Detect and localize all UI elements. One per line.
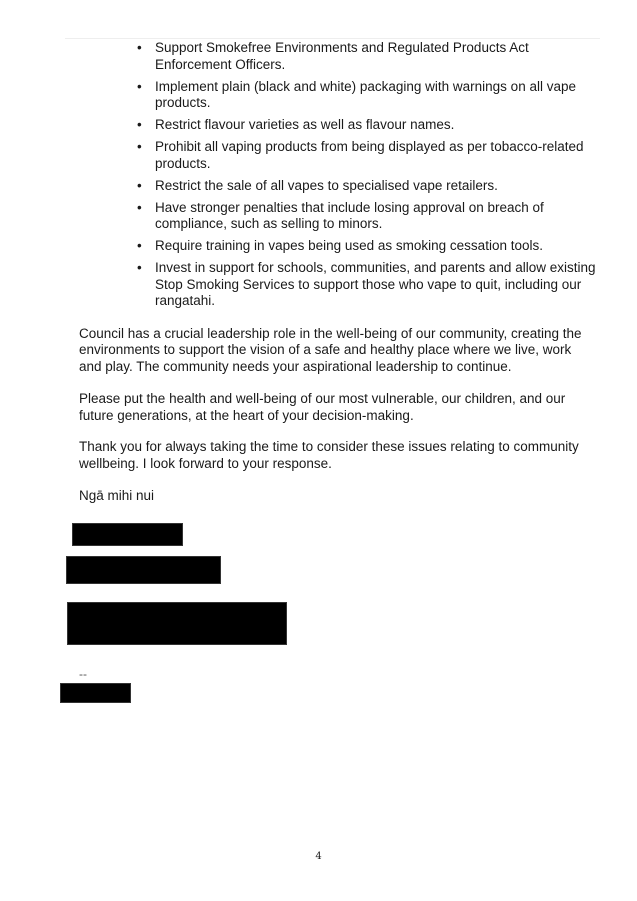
paragraph-health: Please put the health and well-being of … — [79, 390, 566, 423]
list-item: Implement plain (black and white) packag… — [137, 79, 597, 112]
header-rule — [65, 38, 600, 39]
list-item: Restrict flavour varieties as well as fl… — [137, 117, 597, 134]
paragraph-leadership: Council has a crucial leadership role in… — [79, 325, 582, 375]
redacted-signature — [60, 682, 131, 703]
paragraph-thanks: Thank you for always taking the time to … — [79, 439, 579, 472]
list-item: Prohibit all vaping products from being … — [137, 139, 597, 172]
redacted-contact — [67, 601, 287, 645]
redacted-title — [66, 555, 221, 584]
page-number: 4 — [315, 851, 322, 862]
sign-off: Ngā mihi nui — [79, 488, 155, 504]
signature-separator: -- — [79, 666, 87, 681]
redacted-name — [72, 522, 183, 546]
recommendation-list: Support Smokefree Environments and Regul… — [137, 40, 597, 310]
list-item: Require training in vapes being used as … — [137, 238, 597, 255]
letter-body: Support Smokefree Environments and Regul… — [0, 40, 637, 703]
list-item: Invest in support for schools, communiti… — [137, 260, 597, 310]
list-item: Support Smokefree Environments and Regul… — [137, 40, 597, 73]
list-item: Restrict the sale of all vapes to specia… — [137, 178, 597, 195]
list-item: Have stronger penalties that include los… — [137, 200, 597, 233]
